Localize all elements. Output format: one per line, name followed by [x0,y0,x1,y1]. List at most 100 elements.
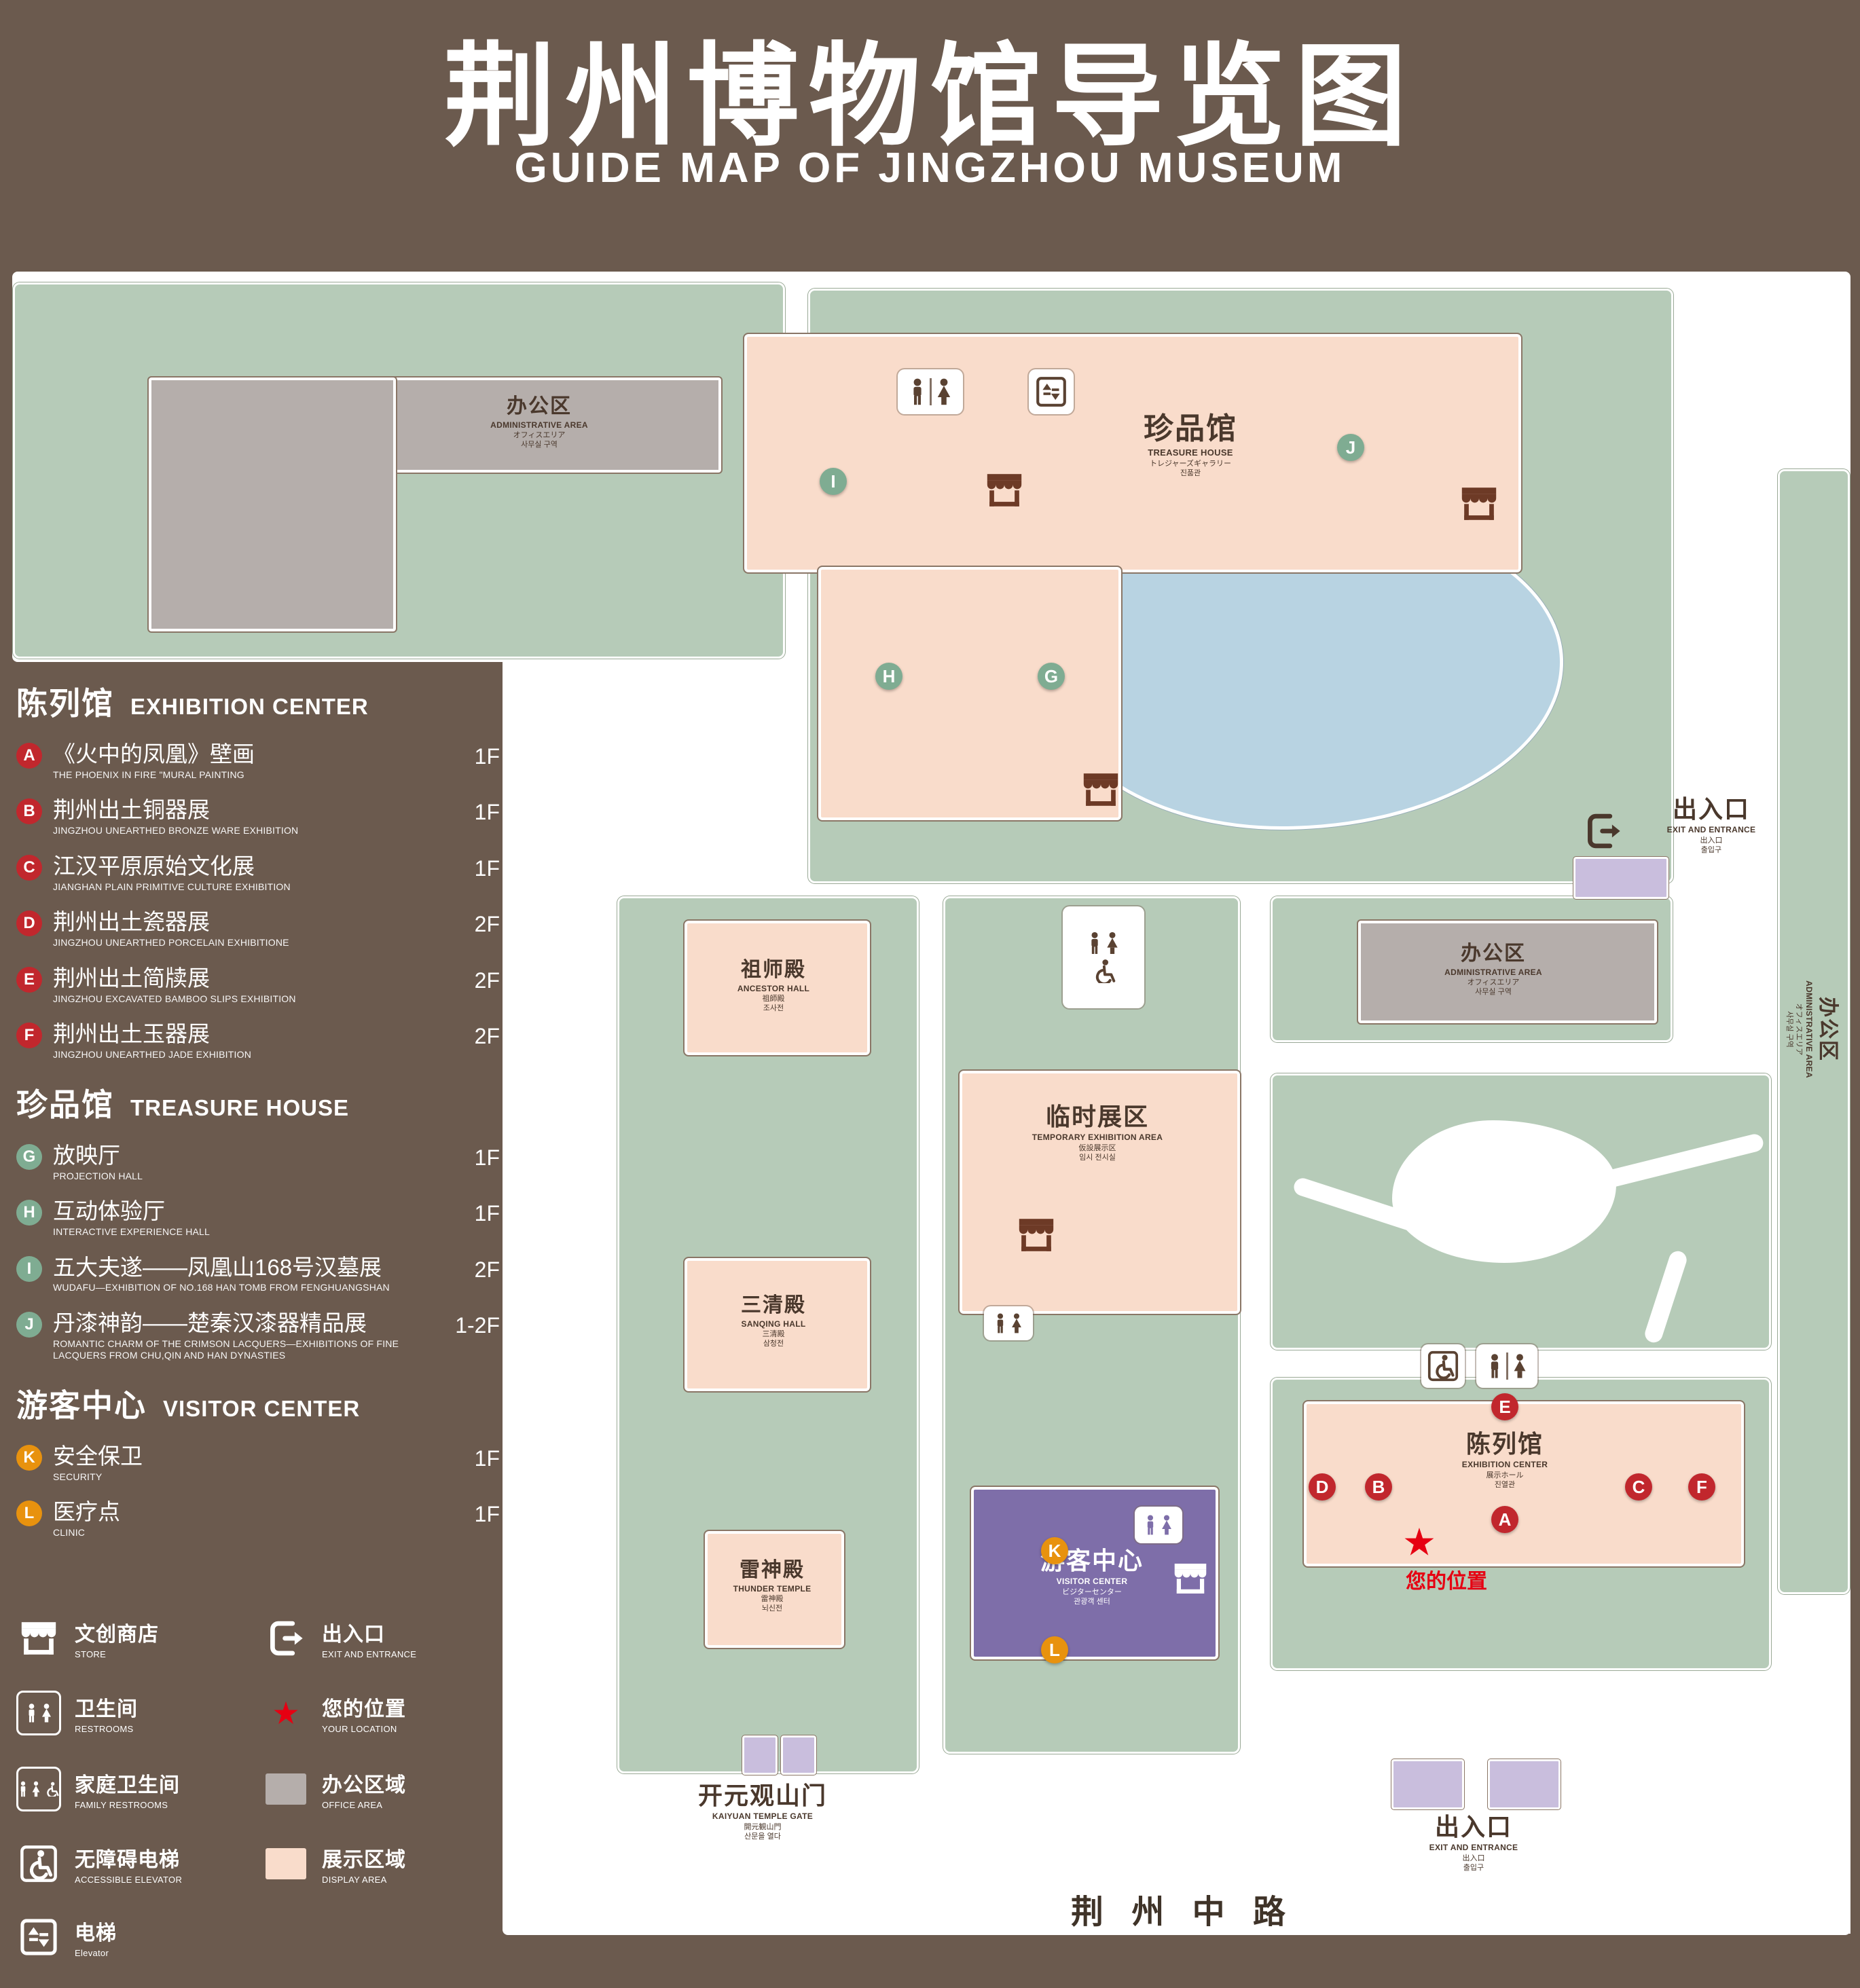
legend-item-floor: 1F [474,1502,500,1527]
entrance-block-south [1391,1759,1465,1810]
legend-item-title-en: INTERACTIVE EXPERIENCE HALL [53,1226,211,1237]
sanqing-hall-label-en: SANQING HALL [741,1319,806,1329]
admin-northwest-label-ja: オフィスエリア [513,431,566,440]
legend-symbol-text: 家庭卫生间 FAMILY RESTROOMS [75,1768,180,1810]
legend-item-badge: I [16,1255,42,1282]
legend-section-header: 陈列馆 EXHIBITION CENTER [16,679,500,724]
exit-east-label-en: EXIT AND ENTRANCE [1666,825,1756,835]
thunder-temple-label-en: THUNDER TEMPLE [733,1583,812,1594]
legend-item-badge: C [16,854,42,881]
building-admin-northwest-wing [147,376,397,633]
elevator-icon [1029,369,1074,414]
legend-symbol-en: OFFICE AREA [322,1800,383,1810]
legend-symbol-zh: 文创商店 [75,1623,159,1646]
store-icon [1017,1219,1055,1255]
admin-east-label-en: ADMINISTRATIVE AREA [1444,967,1542,977]
legend-symbol: 家庭卫生间 FAMILY RESTROOMS [16,1767,244,1811]
legend-symbol-text: 您的位置 YOUR LOCATION [322,1692,406,1734]
exit-south-label-ko: 출입구 [1463,1863,1484,1872]
legend-item: A 《火中的凤凰》壁画 THE PHOENIX IN FIRE "MURAL P… [16,741,500,781]
visitor-center-label-zh: 游客中心 [1040,1546,1144,1575]
ancestor-hall-label-ko: 조사전 [763,1004,784,1013]
legend-symbol-zh: 办公区域 [322,1774,406,1797]
legend-item-badge: D [16,910,42,937]
legend-section-header: 珍品馆 TREASURE HOUSE [16,1080,500,1125]
entrance-block-south [1487,1759,1561,1810]
legend-item-title-zh: 医疗点 [53,1499,120,1525]
legend-item: D 荆州出土瓷器展 JINGZHOU UNEARTHED PORCELAIN E… [16,909,500,949]
thunder-temple-label-ja: 雷神殿 [761,1595,784,1604]
restrooms-icon [1135,1507,1182,1543]
treasure-house-label-ja: トレジャーズギャラリー [1150,459,1231,468]
restrooms-icon [984,1306,1033,1340]
legend-item-badge: G [16,1143,42,1170]
exhibition-center-label-ko: 진열관 [1494,1480,1516,1489]
treasure-house-label-zh: 珍品馆 [1144,411,1237,445]
legend-item-title-en: JINGZHOU UNEARTHED BRONZE WARE EXHIBITIO… [53,825,299,836]
ancestor-hall-label-ja: 祖師殿 [762,995,785,1004]
legend-item-badge: L [16,1501,42,1527]
legend-item-text: 江汉平原原始文化展 JIANGHAN PLAIN PRIMITIVE CULTU… [53,853,291,893]
legend-item-floor: 1F [474,1145,500,1170]
legend-symbol-text: 展示区域 DISPLAY AREA [322,1843,406,1885]
legend-item-title-zh: 丹漆神韵——楚秦汉漆器精品展 [53,1310,367,1336]
sanqing-hall-label-zh: 三清殿 [741,1294,806,1317]
visitor-center-label-ko: 관광객 센터 [1074,1597,1110,1606]
legend-symbol: 出入口 EXIT AND ENTRANCE [263,1617,492,1659]
exhibition-center-label-ja: 展示ホール [1486,1471,1524,1479]
entrance-block-east [1573,856,1669,900]
store-icon [1082,773,1120,809]
legend-symbol: 办公区域 OFFICE AREA [263,1767,492,1811]
legend-item-title-en: THE PHOENIX IN FIRE "MURAL PAINTING [53,769,244,780]
visitor-center-label-ja: ビジターセンター [1062,1587,1122,1596]
legend-item-floor: 2F [474,1024,500,1049]
legend-item-title-en: ROMANTIC CHARM OF THE CRIMSON LACQUERS—E… [53,1338,399,1361]
legend-section-title-en: TREASURE HOUSE [130,1094,350,1120]
thunder-temple-label-ko: 뇌신전 [761,1604,783,1613]
legend-item: K 安全保卫 SECURITY 1F [16,1443,500,1483]
legend-item-floor: 1F [474,1446,500,1471]
legend-item-title-zh: 江汉平原原始文化展 [53,853,255,879]
store-icon [985,474,1023,510]
family-restrooms-icon [16,1767,61,1811]
poster-title-en: GUIDE MAP OF JINGZHOU MUSEUM [514,145,1346,191]
gate-block [742,1735,778,1775]
legend-symbol: ★ 您的位置 YOUR LOCATION [263,1691,492,1735]
kaiyuan-gate-label-en: KAIYUAN TEMPLE GATE [712,1811,814,1822]
legend-item: B 荆州出土铜器展 JINGZHOU UNEARTHED BRONZE WARE… [16,797,500,836]
legend-symbol-zh: 家庭卫生间 [75,1774,180,1797]
temporary-exhibition-label-zh: 临时展区 [1045,1102,1149,1130]
store-icon [1460,487,1498,523]
legend-symbol-text: 无障碍电梯 ACCESSIBLE ELEVATOR [75,1843,182,1885]
legend-item: F 荆州出土玉器展 JINGZHOU UNEARTHED JADE EXHIBI… [16,1021,500,1061]
office-area-swatch [263,1773,308,1805]
ancestor-hall-label-en: ANCESTOR HALL [737,983,810,993]
legend-item: J 丹漆神韵——楚秦汉漆器精品展 ROMANTIC CHARM OF THE C… [16,1310,500,1362]
store-icon [16,1622,61,1655]
building-ancestor-hall [683,919,871,1056]
legend-symbol: 展示区域 DISPLAY AREA [263,1843,492,1885]
legend-symbol-en: DISPLAY AREA [322,1875,387,1885]
legend-item-badge: J [16,1311,42,1338]
legend-item-title-en: WUDAFU—EXHIBITION OF NO.168 HAN TOMB FRO… [53,1282,390,1293]
legend-section-title-en: EXHIBITION CENTER [130,694,369,719]
accessible-elevator-icon [1421,1344,1465,1388]
legend-item-title-en: JINGZHOU EXCAVATED BAMBOO SLIPS EXHIBITI… [53,993,296,1004]
legend-item-title-zh: 放映厅 [53,1142,120,1168]
legend-item-badge: A [16,743,42,769]
admin-strip-label-en: ADMINISTRATIVE AREA [1804,980,1815,1078]
legend-symbol-text: 办公区域 OFFICE AREA [322,1768,406,1810]
temporary-exhibition-label-ko: 임시 전시실 [1079,1153,1116,1162]
legend-item: H 互动体验厅 INTERACTIVE EXPERIENCE HALL 1F [16,1198,500,1238]
legend-item-floor: 1F [474,855,500,881]
legend-item-text: 放映厅 PROJECTION HALL [53,1143,143,1182]
legend-item-title-zh: 荆州出土简牍展 [53,965,210,991]
exit-east-label-zh: 出入口 [1672,794,1751,823]
your-location-icon: ★ [1402,1520,1437,1565]
